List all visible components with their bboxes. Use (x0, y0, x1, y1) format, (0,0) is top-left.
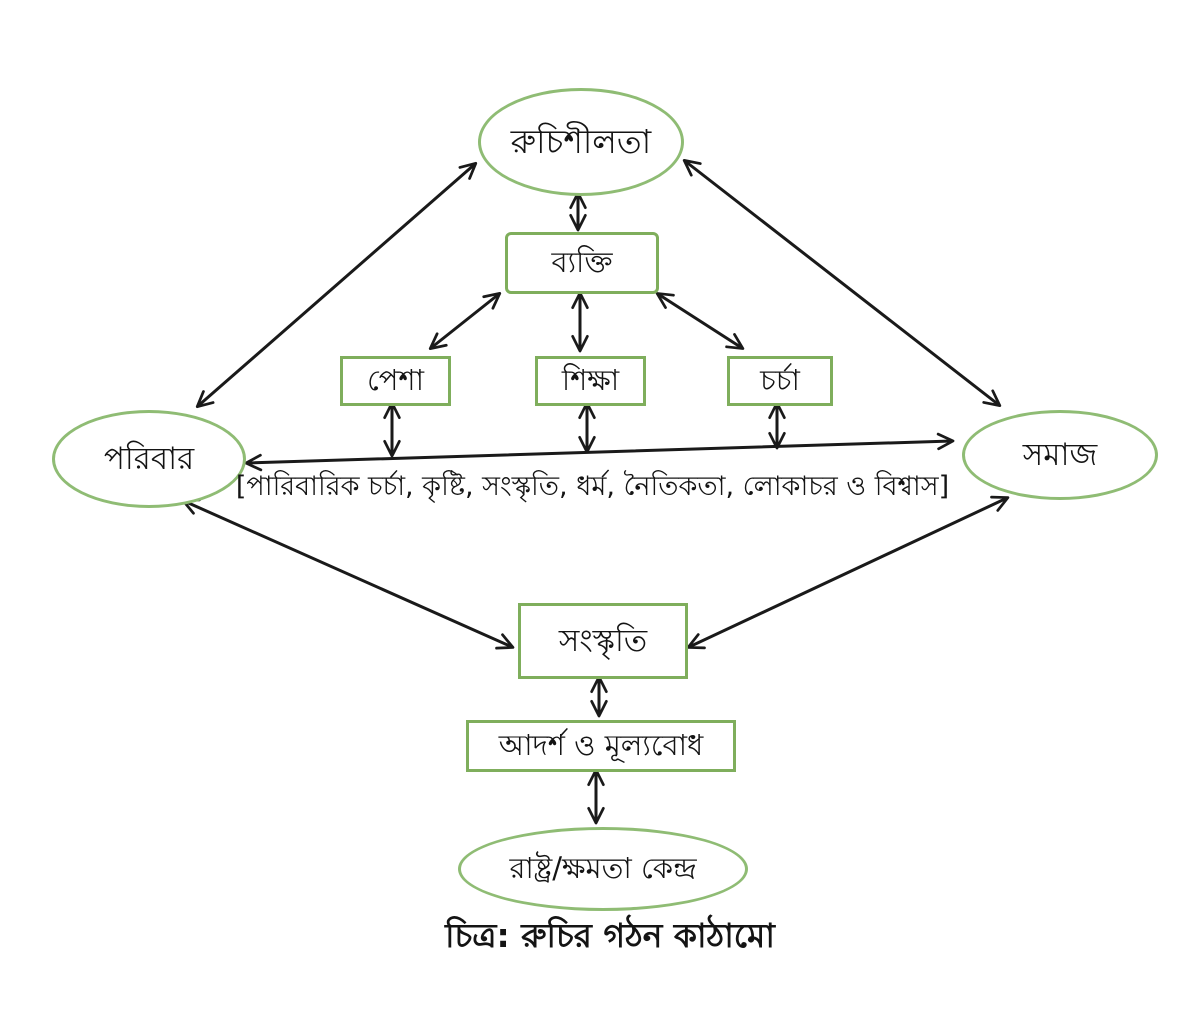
node-culture: সংস্কৃতি (518, 603, 688, 679)
node-state-power-center: রাষ্ট্র/ক্ষমতা কেন্দ্র (458, 827, 748, 911)
family-society-annotation: [পারিবারিক চর্চা, কৃষ্টি, সংস্কৃতি, ধর্ম… (235, 471, 950, 502)
node-family: পরিবার (52, 410, 246, 508)
node-profession: পেশা (340, 356, 451, 406)
node-practice: চর্চা (727, 356, 833, 406)
node-education: শিক্ষা (535, 356, 646, 406)
figure-caption: চিত্র: রুচির গঠন কাঠামো (445, 916, 775, 955)
node-society: সমাজ (962, 410, 1158, 500)
node-ideals-values: আদর্শ ও মূল্যবোধ (466, 720, 736, 772)
node-person: ব্যক্তি (505, 232, 659, 294)
node-tastefulness: রুচিশীলতা (478, 88, 684, 196)
